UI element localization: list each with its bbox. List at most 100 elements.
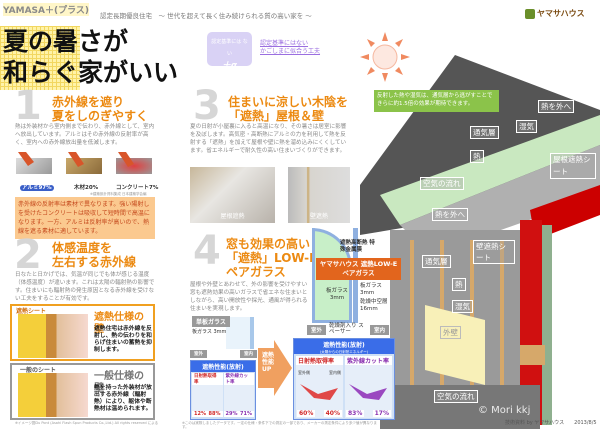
solar-label: 日射熱取得率 bbox=[296, 356, 343, 365]
perf-header: 遮熱性能(放射) bbox=[294, 339, 394, 350]
single-inside-tag: 室内 bbox=[240, 350, 257, 358]
material-label-aluminum: アルミ97% bbox=[16, 182, 58, 192]
normal-wall-text: 熱を持った外装材が放出する赤外線（輻射熱）により、躯体や断熱材は温められます。 bbox=[94, 385, 152, 412]
solar-out-value: 12% bbox=[192, 411, 208, 417]
diagram-label: 空気の流れ bbox=[420, 177, 464, 190]
section1-body: 熱は外装材から室内側まで伝わり、赤外線として、室内へ放出しています。アルミはその… bbox=[15, 124, 155, 146]
solar-in-value: 88% bbox=[206, 411, 223, 417]
diagram-label: 湿気 bbox=[516, 120, 537, 133]
solar-gain-cell: 日射熱取得率 室外側 室内側 60% 40% bbox=[296, 356, 343, 418]
normal-wall-box: 一般のシート 一般仕様の壁 熱を持った外装材が放出する赤外線（輻射熱）により、躯… bbox=[10, 363, 155, 420]
shield-wall-text: 遮熱住宅は赤外線を反射し、熱の伝わりを和らげ住まいの蓄熱を抑制します。 bbox=[94, 326, 152, 353]
section3-heading: 住まいに涼しい木陰を「遮熱」屋根＆壁 bbox=[228, 95, 348, 123]
perf-header: 遮熱性能(放射) bbox=[191, 361, 255, 372]
heading-line: 左右する赤外線 bbox=[52, 255, 137, 269]
shield-sheet-tag: 遮熱シート bbox=[16, 308, 47, 315]
footer: 技術資料 by ヤマサハウス 2013/8/5 bbox=[505, 419, 597, 426]
performance-up-label: 遮熱性能UP bbox=[262, 352, 275, 373]
section2-heading: 体感温度を左右する赤外線 bbox=[52, 241, 136, 269]
page-subtitle: 認定長期優良住宅 ～ 世代を超えて長く住み続けられる質の高い家を ～ bbox=[100, 12, 312, 20]
material-label-aluminum-text: アルミ97% bbox=[20, 185, 54, 191]
single-glass-diagram bbox=[226, 317, 254, 349]
aluminum-sample bbox=[16, 158, 52, 174]
diagram-label: 熱 bbox=[470, 150, 484, 163]
wall-section-image bbox=[18, 373, 88, 417]
heading-line: 窓も効果の高い bbox=[226, 237, 311, 251]
bubble-text: 認定基準には ない bbox=[211, 39, 248, 57]
room-in-label: 室内側 bbox=[329, 370, 341, 375]
uv-arrow-icon bbox=[349, 384, 387, 400]
uv-cut-cell: 紫外線カット率 29%71% bbox=[223, 373, 254, 417]
air-layer-label: 乾燥中空層 16mm bbox=[360, 299, 388, 312]
bubble-symbol: ＋α bbox=[221, 61, 238, 71]
title-line1: 夏の暑さが bbox=[3, 27, 129, 56]
material-label-wood: 木材20% bbox=[74, 185, 99, 191]
diagram-label: 湿気 bbox=[452, 300, 473, 313]
solar-arrow-icon bbox=[300, 384, 338, 400]
diagram-label: 通気層 bbox=[470, 126, 499, 139]
section2-credit: ※イメージ図Du Pont (Asahi Flash Spun Products… bbox=[15, 421, 159, 425]
single-pane-label: 板ガラス 3mm bbox=[192, 329, 227, 335]
pane-left-label: 板ガラス 3mm bbox=[326, 288, 348, 301]
wall-section-image bbox=[18, 314, 88, 358]
heading-line: ペアガラス bbox=[226, 265, 286, 279]
diagram-label: 通気層 bbox=[422, 255, 451, 268]
diagram-label: 熱を外へ bbox=[432, 208, 468, 221]
uv-out-value: 83% bbox=[346, 410, 365, 417]
material-label-concrete: コンクリート7% bbox=[116, 185, 159, 191]
title-background bbox=[0, 26, 80, 90]
diagram-label: 熱 bbox=[452, 278, 466, 291]
section1-number: 1 bbox=[14, 83, 42, 129]
solar-in-value: 40% bbox=[323, 410, 342, 417]
uv-label: 紫外線カット率 bbox=[223, 373, 254, 385]
inside-tag: 室内 bbox=[370, 325, 390, 335]
pair-performance-panel: 遮熱性能(放射) (太陽からの日射熱エネルギー) 日射熱取得率 室外側室内側 6… bbox=[293, 338, 395, 420]
plus-alpha-line2: かごしまに似合う工夫 bbox=[260, 48, 321, 55]
heading-line: 「遮熱」屋根＆壁 bbox=[228, 109, 325, 123]
diagram-label: 空気の流れ bbox=[434, 390, 478, 403]
page-title: 夏の暑さが和らぐ家がいい bbox=[3, 26, 178, 88]
heading-line: 「遮熱」LOW-E bbox=[226, 251, 318, 265]
section1-heading: 赤外線を遮り夏をしのぎやすく bbox=[52, 95, 148, 123]
solar-out-value: 60% bbox=[297, 410, 316, 417]
section4-body: 屋根や外壁とあわせて、外の影響を受けやすい窓も遮熱効果の高いガラスで省エネな住ま… bbox=[190, 282, 308, 312]
single-glass-label: 単板ガラス bbox=[192, 316, 230, 327]
photo-caption: 壁遮熱 bbox=[309, 213, 328, 220]
spacer-label: 乾燥剤入り スペーサー bbox=[329, 323, 364, 335]
uv-label: 紫外線カット率 bbox=[345, 356, 392, 365]
plus-alpha-line1: 認定基準にはない bbox=[260, 40, 309, 47]
footer-date: 2013/8/5 bbox=[574, 420, 597, 426]
product-label: ヤマサハウス 遮熱LOW-Eペアガラス bbox=[316, 258, 401, 280]
diagram-callout: 反射した熱や湿気は、通気層から逃がすことできらに約1.5倍の効果が期待できます。 bbox=[374, 90, 499, 112]
wall-shield-photo: 壁遮熱 bbox=[288, 167, 350, 223]
diagram-label: 壁遮熱シート bbox=[473, 240, 515, 264]
heading-line: 夏をしのぎやすく bbox=[52, 109, 149, 123]
room-out-label: 室外側 bbox=[298, 370, 310, 375]
brand-label: YAMASA＋(プラス) bbox=[3, 3, 90, 16]
section4-footnote: ※このは実際しましたデータです。一定の仕様・条件下での測定の一部であり、メーカー… bbox=[182, 421, 377, 429]
house-ventilation-diagram bbox=[360, 55, 600, 429]
infrared-arrows-icon bbox=[18, 152, 134, 167]
normal-sheet-tag: 一般のシート bbox=[20, 367, 57, 374]
plus-alpha-caption: 認定基準にはないかごしまに似合う工夫 bbox=[260, 40, 320, 56]
material-samples bbox=[14, 152, 154, 182]
uv-out-value: 29% bbox=[223, 411, 240, 417]
section1-note: 赤外線の反射率は素材で異なります。強い陽射しを受けたコンクリートは吸収して短時間… bbox=[15, 197, 155, 239]
pane-right-label: 板ガラス 3mm bbox=[360, 283, 382, 296]
footer-credit: 技術資料 by ヤマサハウス bbox=[505, 420, 565, 426]
shield-wall-box: 遮熱シート 遮熱仕様の壁 遮熱住宅は赤外線を反射し、熱の伝わりを和らげ住まいの蓄… bbox=[10, 304, 155, 361]
heading-line: 赤外線を遮り bbox=[52, 95, 125, 109]
photo-caption: 屋根遮熱 bbox=[220, 213, 245, 220]
heading-line: 住まいに涼しい木陰を bbox=[228, 95, 349, 109]
sun-icon bbox=[360, 32, 410, 82]
film-label: 遮熱高断熱 特殊金属膜 bbox=[340, 240, 375, 253]
single-outside-tag: 室外 bbox=[190, 350, 207, 358]
logo-text: ヤマサハウス bbox=[537, 9, 585, 18]
outside-tag: 室外 bbox=[307, 325, 327, 335]
watermark: © Mori kkj bbox=[478, 405, 531, 416]
uv-in-value: 71% bbox=[238, 411, 254, 417]
section3-body: 夏の日射が小屋裏に入ると高温になり、その暑さは居室に影響を及ぼします。高気密・高… bbox=[190, 124, 347, 154]
